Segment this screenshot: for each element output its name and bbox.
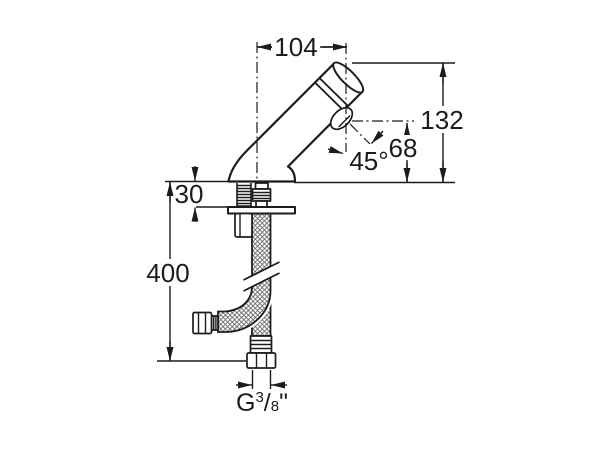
thread-numerator: 3 [255, 389, 263, 406]
dimension-thread: G3/8" [236, 370, 288, 417]
aerator-outlet [329, 106, 354, 131]
dim-400-label: 400 [146, 258, 189, 288]
faucet-body [227, 61, 365, 183]
dim-30-label: 30 [175, 179, 204, 209]
supply-hose [192, 212, 280, 369]
dim-thread-label: G3/8" [236, 389, 288, 417]
mounting-parts [227, 182, 296, 238]
thread-denominator: 8 [271, 398, 279, 415]
dim-45-label: 45° [349, 146, 388, 176]
dimension-400: 400 [144, 181, 246, 362]
bottom-hose-fitting [246, 335, 277, 369]
chrome-ring [314, 77, 349, 112]
thread-g: G [236, 389, 255, 417]
dimension-68: 68 [386, 123, 422, 182]
dimension-45deg: 45° [327, 130, 389, 176]
hose-coupling [251, 182, 272, 208]
dim-104-label: 104 [274, 32, 317, 62]
dim-132-label: 132 [420, 105, 463, 135]
push-button [332, 61, 365, 94]
left-hose-fitting [192, 311, 219, 335]
dimension-132: 132 [294, 62, 466, 184]
mounting-flange [227, 206, 296, 215]
dimension-104: 104 [257, 32, 347, 62]
hose-curved [217, 212, 272, 333]
mounting-nut [234, 212, 253, 238]
dimension-30: 30 [165, 166, 234, 222]
thread-inch-mark: " [279, 389, 288, 417]
centerlines [256, 42, 414, 182]
dim-68-label: 68 [389, 133, 418, 163]
hose-break [243, 261, 280, 292]
thread-slash: / [264, 389, 271, 417]
threaded-shank [236, 183, 252, 207]
aerator-angle-centerline [349, 123, 371, 145]
faucet-silhouette [227, 62, 364, 183]
